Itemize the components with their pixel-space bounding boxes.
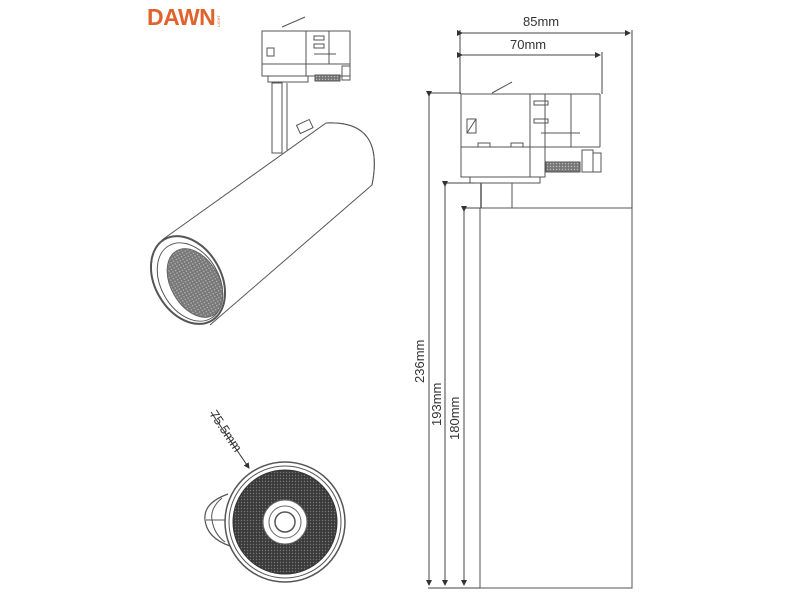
perspective-view <box>150 16 375 326</box>
height-total-label: 236mm <box>412 340 427 383</box>
width-dimensions <box>457 30 633 208</box>
height-mid-label: 193mm <box>429 383 444 426</box>
height-dimensions <box>426 91 480 589</box>
width-total-label: 85mm <box>523 14 559 29</box>
height-body-label: 180mm <box>447 397 462 440</box>
side-elevation <box>460 81 633 589</box>
brand-logo: DAWN LIGHT <box>147 6 221 29</box>
brand-name: DAWN <box>147 4 216 30</box>
diameter-label: 75.5mm <box>207 407 246 454</box>
front-view <box>204 411 346 583</box>
width-adapter-label: 70mm <box>510 37 546 52</box>
